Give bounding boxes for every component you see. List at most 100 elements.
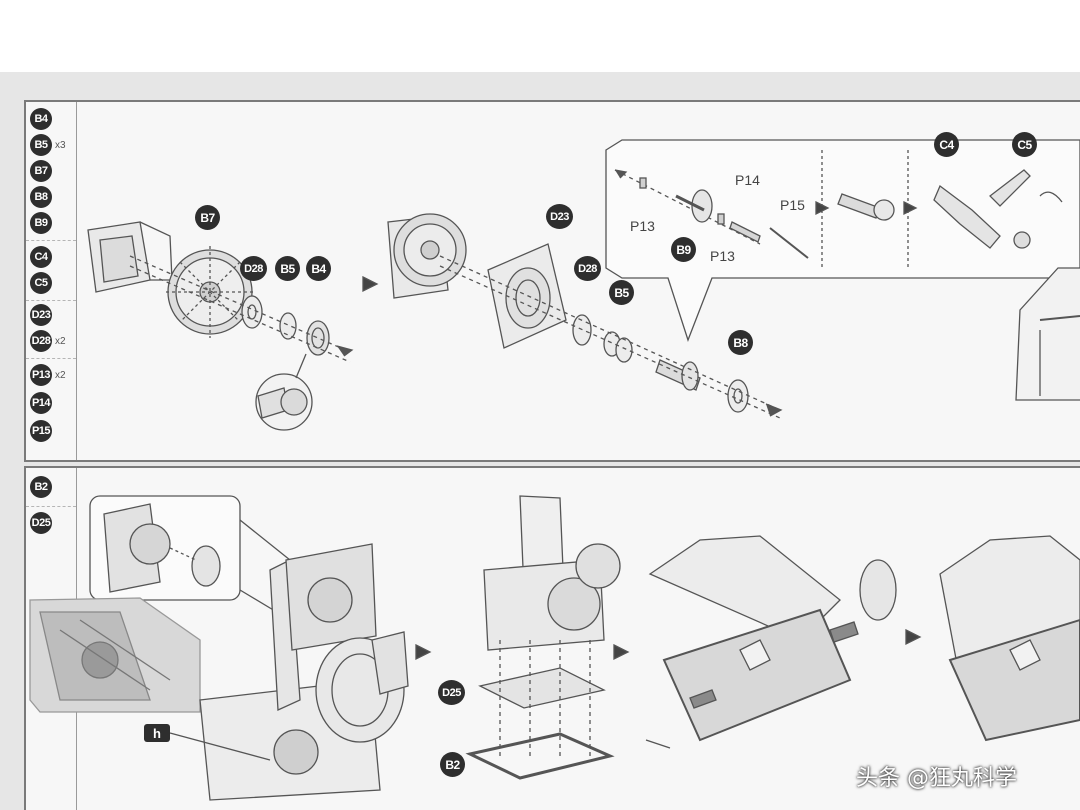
- detail-tag-h: h: [144, 724, 170, 742]
- legend-item-b2: B2: [30, 476, 52, 498]
- legend-divider: [26, 506, 76, 507]
- legend-item-b9: B9: [30, 212, 52, 234]
- part-badge: B2: [30, 476, 52, 498]
- callout-d28: D28: [574, 256, 601, 281]
- callout-d25: D25: [438, 680, 465, 705]
- legend-item-b8: B8: [30, 186, 52, 208]
- frame-d23: [487, 243, 567, 349]
- axle-line: [129, 255, 351, 353]
- frame-assembly: [483, 495, 621, 651]
- part-label-p15: P15: [780, 197, 805, 213]
- step-arrow: [613, 643, 630, 661]
- part-badge: P13: [30, 364, 52, 386]
- callout-b8: B8: [728, 330, 753, 355]
- callout-b5: B5: [609, 280, 634, 305]
- frame-b2: [465, 732, 615, 780]
- callout-d23: D23: [546, 204, 573, 229]
- shaft-b8: [655, 359, 701, 391]
- pin-p15: [769, 227, 809, 259]
- collar-p13: [717, 213, 725, 225]
- part-label-p14: P14: [735, 172, 760, 188]
- gear-b7: [166, 246, 254, 338]
- part-badge: P14: [30, 392, 52, 414]
- detail-inset-disc: [89, 495, 291, 621]
- part-badge: C5: [30, 272, 52, 294]
- base-assembly-with-plate: [645, 535, 897, 749]
- inset-frame: [605, 139, 1080, 342]
- part-badge: B8: [30, 186, 52, 208]
- callout-d28: D28: [240, 256, 267, 281]
- legend-item-b7: B7: [30, 160, 52, 182]
- axle-line: [129, 265, 351, 363]
- step-arrow: [362, 275, 379, 293]
- washer-b5: [279, 312, 297, 340]
- detail-inset-right: [1015, 267, 1080, 401]
- callout-c4: C4: [934, 132, 959, 157]
- direction-arrow: [336, 345, 354, 357]
- part-badge: D28: [30, 330, 52, 352]
- assembled-shaft: [837, 193, 895, 221]
- bracket-part: [87, 221, 173, 293]
- part-badge: C4: [30, 246, 52, 268]
- callout-b9: B9: [671, 237, 696, 262]
- washer-b8: [727, 379, 749, 413]
- bushing-b4: [306, 320, 330, 356]
- legend-item-d25: D25: [30, 512, 52, 534]
- quantity-label: x2: [55, 335, 66, 347]
- callout-b2: B2: [440, 752, 465, 777]
- detail-inset-gear: [255, 353, 313, 431]
- step-arrow: [815, 200, 830, 216]
- watermark: 头条 @狂丸科学: [856, 766, 1017, 791]
- legend-item-p14: P14: [30, 392, 52, 414]
- part-label-p13: P13: [630, 218, 655, 234]
- washers-b5: [603, 331, 633, 363]
- quantity-label: x2: [55, 369, 66, 381]
- collar-p13: [639, 177, 647, 189]
- linkage-c4-c5: [933, 169, 1063, 249]
- legend-item-c5: C5: [30, 272, 52, 294]
- step-arrow: [903, 200, 918, 216]
- part-badge: B9: [30, 212, 52, 234]
- step-arrow: [415, 643, 432, 661]
- legend-divider: [26, 300, 76, 301]
- photo-inset-gears: [29, 597, 201, 713]
- part-badge: B5: [30, 134, 52, 156]
- part-badge: D25: [30, 512, 52, 534]
- legend-item-c4: C4: [30, 246, 52, 268]
- part-badge: P15: [30, 420, 52, 442]
- quantity-label: x3: [55, 139, 66, 151]
- axle-line: [439, 265, 781, 419]
- callout-c5: C5: [1012, 132, 1037, 157]
- axle-line: [439, 255, 781, 411]
- legend-item-p15: P15: [30, 420, 52, 442]
- callout-b7: B7: [195, 205, 220, 230]
- callout-b4: B4: [306, 256, 331, 281]
- direction-arrow: [614, 169, 628, 179]
- bracket-with-gear: [387, 213, 467, 299]
- axle-line: [614, 169, 761, 245]
- legend-divider: [26, 240, 76, 241]
- main-assembly-base: [169, 543, 409, 801]
- base-assembly-final: [939, 535, 1080, 742]
- step-arrow: [905, 628, 922, 646]
- part-badge: D23: [30, 304, 52, 326]
- shaft-b9: [675, 189, 713, 223]
- alignment-lines: [499, 640, 591, 760]
- sleeve-p14: [729, 221, 761, 243]
- part-label-p13: P13: [710, 248, 735, 264]
- callout-b5: B5: [275, 256, 300, 281]
- part-badge: B4: [30, 108, 52, 130]
- plate-d25: [478, 667, 606, 709]
- legend-item-b4: B4: [30, 108, 52, 130]
- washer-d28: [241, 295, 263, 329]
- part-badge: B7: [30, 160, 52, 182]
- top-background: [0, 0, 1080, 72]
- legend-divider: [26, 358, 76, 359]
- legend-item-d23: D23: [30, 304, 52, 326]
- direction-arrow: [765, 403, 783, 417]
